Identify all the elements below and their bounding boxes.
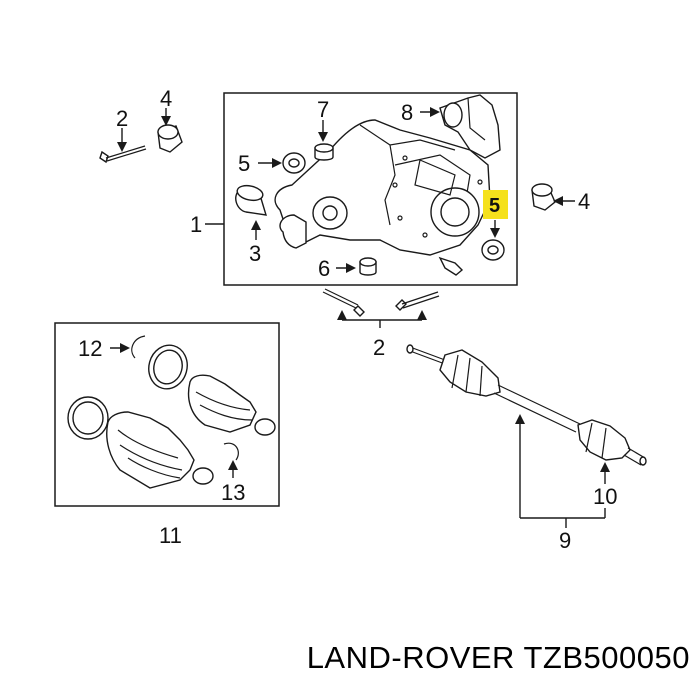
callout-10: 10 (593, 484, 617, 509)
sensor[interactable] (438, 256, 464, 276)
callout-4-right: 4 (578, 189, 590, 214)
callout-8: 8 (401, 100, 413, 125)
callout-2-top: 2 (116, 106, 128, 131)
callout-9: 9 (559, 528, 571, 553)
callout-4-left: 4 (160, 86, 172, 111)
leader-lines-upper (117, 107, 575, 328)
callout-2-bottom: 2 (373, 335, 385, 360)
cv-boot-lower[interactable] (106, 411, 214, 489)
retaining-clip-12[interactable] (131, 335, 146, 359)
boot-kit-group-frame (54, 322, 280, 507)
clamp-ring-top[interactable] (144, 341, 192, 393)
drive-shaft[interactable] (406, 344, 647, 466)
small-bush-7[interactable] (314, 143, 334, 161)
mount-bush-4-left[interactable] (157, 124, 183, 153)
callout-1: 1 (190, 212, 202, 237)
callout-11: 11 (159, 523, 182, 548)
callout-13: 13 (221, 480, 245, 505)
seal-5-right[interactable] (481, 239, 505, 261)
callout-12: 12 (78, 336, 102, 361)
cv-boot-upper[interactable] (187, 374, 276, 436)
differential-group-frame (223, 92, 518, 286)
actuator-motor[interactable] (439, 94, 501, 159)
bushing-3[interactable] (235, 183, 267, 216)
bolt-2-top[interactable] (99, 145, 147, 164)
callout-5-highlight: 5 (489, 195, 500, 217)
mount-bush-4-right[interactable] (531, 183, 556, 211)
seal-5-left[interactable] (282, 152, 306, 174)
leader-lines-driveshaft (515, 414, 610, 528)
callout-7: 7 (317, 97, 329, 122)
bush-6[interactable] (359, 257, 377, 276)
callout-5-left: 5 (238, 151, 250, 176)
leader-lines-boot-kit (110, 343, 238, 478)
callout-6: 6 (318, 256, 330, 281)
clamp-ring-large-left[interactable] (67, 396, 109, 440)
highlight-box (483, 190, 508, 219)
bolts-2-bottom[interactable] (322, 288, 440, 317)
callout-3: 3 (249, 241, 261, 266)
retaining-clip-13[interactable] (223, 442, 239, 461)
differential-housing[interactable] (274, 119, 491, 256)
part-number-caption: LAND-ROVER TZB500050 (306, 640, 690, 675)
